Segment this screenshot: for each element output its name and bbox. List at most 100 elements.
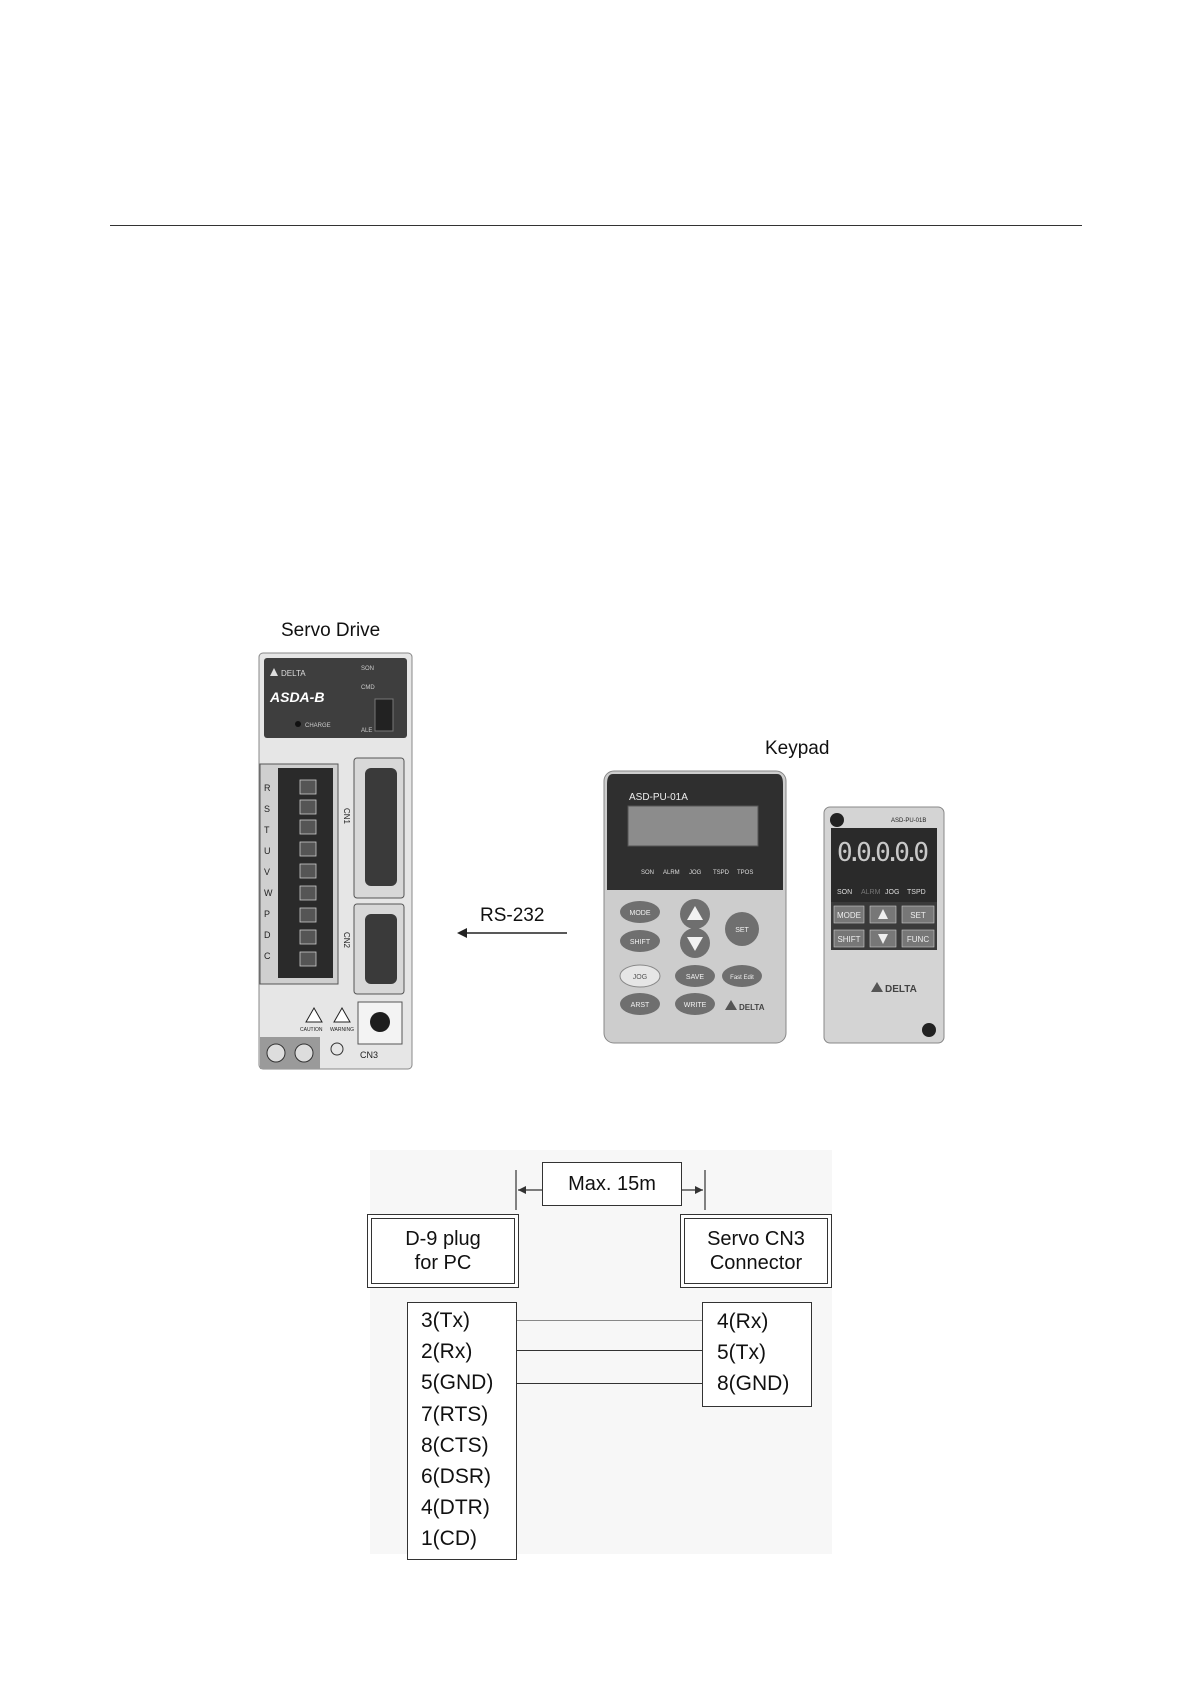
terminal-t: T	[264, 825, 270, 835]
up-arrow-icon	[878, 909, 888, 919]
btn-a-set: SET	[735, 927, 749, 934]
down-arrow-icon	[878, 934, 888, 944]
terminal-v: V	[264, 867, 270, 877]
cn2-port	[365, 914, 397, 984]
charge-label: CHARGE	[305, 723, 331, 729]
keypad-b-display: 0.0.0.0.0	[837, 838, 929, 868]
terminal-c: C	[264, 951, 271, 961]
ind-a-alrm: ALRM	[663, 870, 680, 876]
pc-pin: 1(CD)	[421, 1527, 477, 1551]
btn-b-shift: SHIFT	[837, 935, 860, 944]
servo-pin-box	[702, 1302, 812, 1407]
cn3-port	[370, 1012, 390, 1032]
pc-pin: 7(RTS)	[421, 1402, 489, 1426]
ind-a-jog: JOG	[689, 870, 702, 876]
delta-logo-icon	[270, 668, 278, 676]
ind-b-alrm: ALRM	[861, 889, 881, 896]
keypad-a-model: ASD-PU-01A	[629, 792, 688, 803]
ind-a-tpos: TPOS	[737, 870, 753, 876]
keypad-b-model: ASD-PU-01B	[891, 818, 926, 824]
servo-front-panel	[264, 658, 407, 738]
btn-a-mode: MODE	[630, 910, 651, 917]
cn3-label: CN3	[360, 1050, 378, 1060]
terminal-u: U	[264, 846, 271, 856]
btn-b-mode: MODE	[837, 911, 861, 920]
ind-b-tspd: TSPD	[907, 889, 926, 896]
servo-cn3-line-1: Servo CN3	[707, 1228, 805, 1250]
pc-pin-box	[407, 1302, 517, 1560]
btn-b-func: FUNC	[907, 935, 929, 944]
btn-a-jog: JOG	[633, 974, 647, 981]
servo-display	[374, 698, 394, 732]
keypad-a-lcd	[627, 805, 759, 847]
terminal-p: P	[264, 909, 270, 919]
ground-screw-1	[266, 1043, 286, 1063]
btn-b-set: SET	[910, 911, 926, 920]
servo-led-ale: ALE	[361, 728, 372, 734]
ind-a-tspd: TSPD	[713, 870, 730, 876]
warning-icon	[333, 1006, 351, 1023]
pc-pin-list: 3(Tx) 2(Rx) 5(GND) 7(RTS) 8(CTS) 6(DSR) …	[421, 1305, 493, 1555]
terminal-w: W	[264, 888, 273, 898]
servo-drive-image: DELTA ASDA-B SON CMD ALE CHARGE R S T U …	[258, 652, 413, 1070]
wire-rx-tx	[517, 1350, 702, 1351]
rs232-arrow	[457, 928, 567, 938]
charge-led	[295, 721, 301, 727]
wire-gnd	[517, 1383, 702, 1384]
ground-screw-2	[294, 1043, 314, 1063]
screw-top-icon	[830, 813, 844, 827]
btn-a-write: WRITE	[684, 1002, 707, 1009]
terminal-s: S	[264, 804, 270, 814]
ind-b-jog: JOG	[885, 889, 899, 896]
pc-pin: 5(GND)	[421, 1371, 494, 1395]
ground-icon	[330, 1042, 344, 1056]
cn1-label: CN1	[342, 808, 351, 825]
warning-label: WARNING	[330, 1027, 354, 1033]
servo-pin: 5(Tx)	[717, 1341, 766, 1365]
servo-pin-list: 4(Rx) 5(Tx) 8(GND)	[717, 1306, 789, 1400]
ind-a-son: SON	[641, 870, 654, 876]
up-arrow-icon	[687, 906, 703, 920]
btn-a-save: SAVE	[686, 974, 704, 981]
keypad-b-image: ASD-PU-01B 0.0.0.0.0 SON ALRM JOG TSPD M…	[823, 806, 945, 1044]
keypad-b-brand: DELTA	[885, 984, 917, 995]
keypad-a-brand: DELTA	[739, 1003, 765, 1012]
caution-icon	[305, 1006, 323, 1023]
servo-drive-label: Servo Drive	[281, 620, 381, 641]
btn-a-fast-edit: Fast Edit	[730, 975, 754, 981]
servo-led-cmd: CMD	[361, 685, 375, 691]
servo-pin: 8(GND)	[717, 1372, 790, 1396]
servo-led-son: SON	[361, 666, 374, 672]
pc-plug-box: D-9 plug for PC	[367, 1214, 519, 1288]
screw-bottom-icon	[922, 1023, 936, 1037]
ind-b-son: SON	[837, 889, 852, 896]
btn-a-shift: SHIFT	[630, 939, 651, 946]
header-rule	[110, 225, 1082, 226]
pc-plug-line-2: for PC	[414, 1252, 472, 1274]
servo-pin: 4(Rx)	[717, 1310, 769, 1333]
caution-label: CAUTION	[300, 1027, 323, 1033]
pc-pin: 4(DTR)	[421, 1496, 490, 1520]
keypad-b-display-panel	[831, 828, 937, 902]
servo-model: ASDA-B	[269, 689, 324, 705]
terminal-d: D	[264, 930, 271, 940]
cn2-label: CN2	[342, 932, 351, 949]
keypad-a-image: ASD-PU-01A SON ALRM JOG TSPD TPOS MODE S…	[603, 770, 787, 1044]
btn-a-arst: ARST	[631, 1002, 650, 1009]
servo-cn3-line-2: Connector	[709, 1252, 803, 1274]
servo-cn3-box: Servo CN3 Connector	[680, 1214, 832, 1288]
rs232-label: RS-232	[480, 905, 545, 926]
terminal-r: R	[264, 783, 271, 793]
pc-pin: 8(CTS)	[421, 1433, 489, 1457]
cn1-port	[365, 768, 397, 886]
max-length-label: Max. 15m	[542, 1162, 682, 1206]
pc-plug-line-1: D-9 plug	[405, 1228, 481, 1250]
pc-pin: 6(DSR)	[421, 1465, 492, 1489]
servo-brand: DELTA	[281, 669, 306, 678]
pc-pin: 3(Tx)	[421, 1309, 470, 1332]
keypad-label: Keypad	[765, 738, 830, 759]
delta-logo-icon	[725, 1000, 737, 1010]
max-length-dimension	[515, 1170, 706, 1210]
pc-pin: 2(Rx)	[421, 1340, 473, 1364]
wire-tx-rx	[517, 1320, 702, 1321]
